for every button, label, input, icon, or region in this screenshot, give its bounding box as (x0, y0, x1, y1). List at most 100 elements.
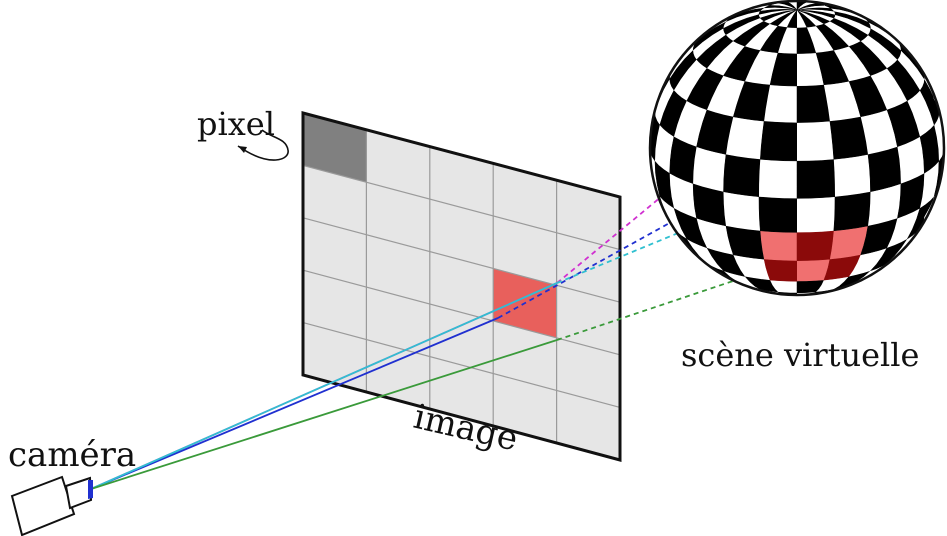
sphere-tile (833, 154, 871, 197)
sphere-tile (778, 9, 797, 28)
sphere-tile (870, 68, 908, 110)
camera-lens (64, 476, 93, 510)
sphere-tile (693, 146, 726, 192)
ray-magenta-dashed (556, 167, 697, 284)
sphere-tile (833, 191, 871, 232)
sphere-tile (733, 5, 771, 16)
sphere-tile (659, 196, 687, 239)
sphere-tile (696, 15, 734, 42)
sphere-tile (650, 148, 660, 197)
sphere-highlight-tile (760, 230, 797, 261)
sphere-tile (745, 23, 778, 51)
ray-blue-dashed (497, 204, 703, 319)
sphere-tile (674, 100, 707, 147)
sphere-tile (796, 9, 817, 28)
camera-icon (10, 475, 93, 536)
pixel-pointer-arrowhead (238, 146, 247, 153)
sphere-tile (907, 90, 935, 137)
sphere-tile (833, 46, 871, 82)
sphere-highlight-tile (829, 225, 868, 260)
sphere-tile (920, 183, 939, 229)
ray-green-dashed (556, 276, 746, 341)
pixel-label: pixel (197, 105, 275, 143)
sphere-tile (897, 50, 925, 91)
image-plane-background (303, 113, 620, 460)
sphere-highlight-tile (796, 230, 835, 261)
sphere-tile (787, 1, 797, 10)
sphere-tile (797, 9, 807, 28)
sphere-tile (849, 247, 887, 277)
sphere-tile (897, 136, 925, 184)
sphere-tile (797, 5, 830, 10)
sphere-tile (796, 84, 831, 123)
sphere-tile (806, 25, 834, 53)
sphere-tile (723, 154, 761, 197)
sphere-tile (797, 196, 835, 233)
sphere-tile (723, 191, 761, 231)
grid-line-horizontal (302, 217, 621, 303)
sphere-tile (759, 159, 797, 199)
sphere-tile (764, 84, 797, 123)
sphere-tile (707, 41, 745, 76)
camera-body (10, 475, 76, 536)
grid-line-horizontal (302, 322, 621, 408)
sphere-tile (860, 34, 898, 69)
sphere-tile (823, 21, 861, 47)
sphere-tile (796, 159, 836, 199)
sphere-tile (778, 27, 797, 54)
sphere-tile (745, 50, 778, 85)
sphere-tile (655, 79, 674, 125)
sphere-highlight-tile (797, 259, 830, 282)
sphere-tile (770, 280, 797, 293)
ray-green-solid (90, 339, 558, 490)
sphere-tile (758, 196, 798, 233)
sphere-tile (669, 173, 697, 219)
sphere-outline (648, 0, 946, 297)
sphere-tile (920, 161, 939, 209)
sphere-tile (770, 3, 797, 10)
sphere-tile (723, 11, 761, 29)
sphere-tile (723, 270, 761, 290)
sphere-tile (860, 109, 898, 155)
ray-cyan-solid (90, 282, 558, 490)
scene-label: scène virtuelle (681, 336, 919, 374)
sphere-tile (823, 81, 861, 122)
sphere-tile (868, 183, 901, 226)
sphere-tile (655, 124, 674, 174)
sphere-tile (797, 121, 834, 161)
sphere-tile (764, 9, 797, 24)
sphere-tile (920, 67, 939, 113)
sphere-tile (833, 14, 871, 35)
selected-pixel (303, 113, 367, 183)
sphere-tile (726, 18, 765, 41)
ray-blue-solid (90, 317, 499, 490)
sphere-tile (693, 28, 726, 60)
sphere-tile (726, 116, 765, 160)
sphere-tile (674, 59, 707, 101)
sphere-tile (758, 9, 798, 15)
sphere-tile (797, 9, 835, 15)
grid-line-horizontal (302, 164, 621, 251)
sphere-tile (849, 263, 887, 286)
sphere-tile (868, 21, 901, 51)
sphere-tile (763, 5, 798, 11)
image-plane (301, 111, 622, 462)
sphere-tile (887, 228, 920, 264)
sphere-tile (887, 208, 920, 248)
sphere-tile (707, 75, 745, 117)
sphere-tile (867, 146, 902, 193)
sphere-tile (797, 52, 824, 86)
sphere-tile (797, 9, 824, 26)
sphere-tile (733, 254, 771, 281)
sphere-tile (797, 2, 816, 10)
grid-line-horizontal (302, 269, 621, 356)
sphere-tile (696, 218, 734, 255)
image-plane-border (301, 111, 622, 462)
sphere-tile (760, 120, 798, 162)
sphere-tile (797, 9, 834, 22)
sphere-tile (686, 238, 724, 271)
sphere-tile (829, 8, 868, 22)
sphere-tile (816, 276, 849, 292)
sphere-tiles (650, 1, 944, 295)
